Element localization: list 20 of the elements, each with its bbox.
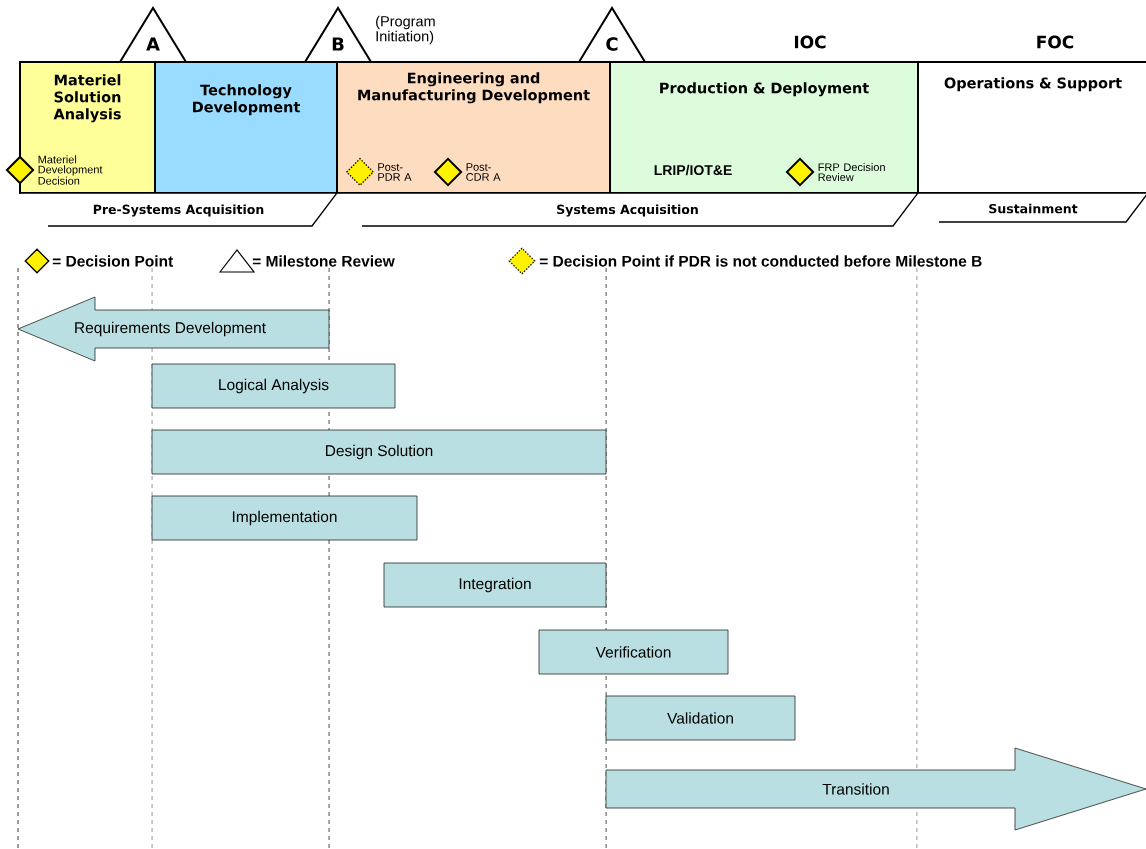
decision-label: Post-PDR A [378, 163, 412, 181]
decision-label: Materiel Development Decision [38, 155, 103, 185]
activity-bar: Design Solution [151, 429, 607, 475]
phase-box: Operations & Support [917, 61, 1146, 194]
activity-bar: Logical Analysis [151, 363, 396, 409]
decision-label: Post-CDR A [466, 163, 501, 181]
node-label: Sustainment [989, 203, 1078, 214]
legend-label: = Decision Point [52, 255, 173, 267]
activity-bar: Verification [538, 629, 729, 675]
activity-bar: Implementation [151, 495, 418, 541]
activity-bar: Validation [605, 695, 796, 741]
program-initiation-note: (Program Initiation) [376, 15, 435, 45]
capability-label: IOC [794, 35, 826, 49]
phase-band: Sustainment [917, 192, 1146, 223]
phase-note: LRIP/IOT&E [654, 164, 732, 176]
phase-box: Technology Development [154, 61, 338, 194]
legend-label: = Decision Point if PDR is not conducted before Milestone B [539, 255, 982, 267]
decision-label: FRP Decision Review [818, 162, 885, 182]
legend-label: = Milestone Review [252, 255, 395, 267]
activity-bar: Integration [383, 562, 607, 608]
